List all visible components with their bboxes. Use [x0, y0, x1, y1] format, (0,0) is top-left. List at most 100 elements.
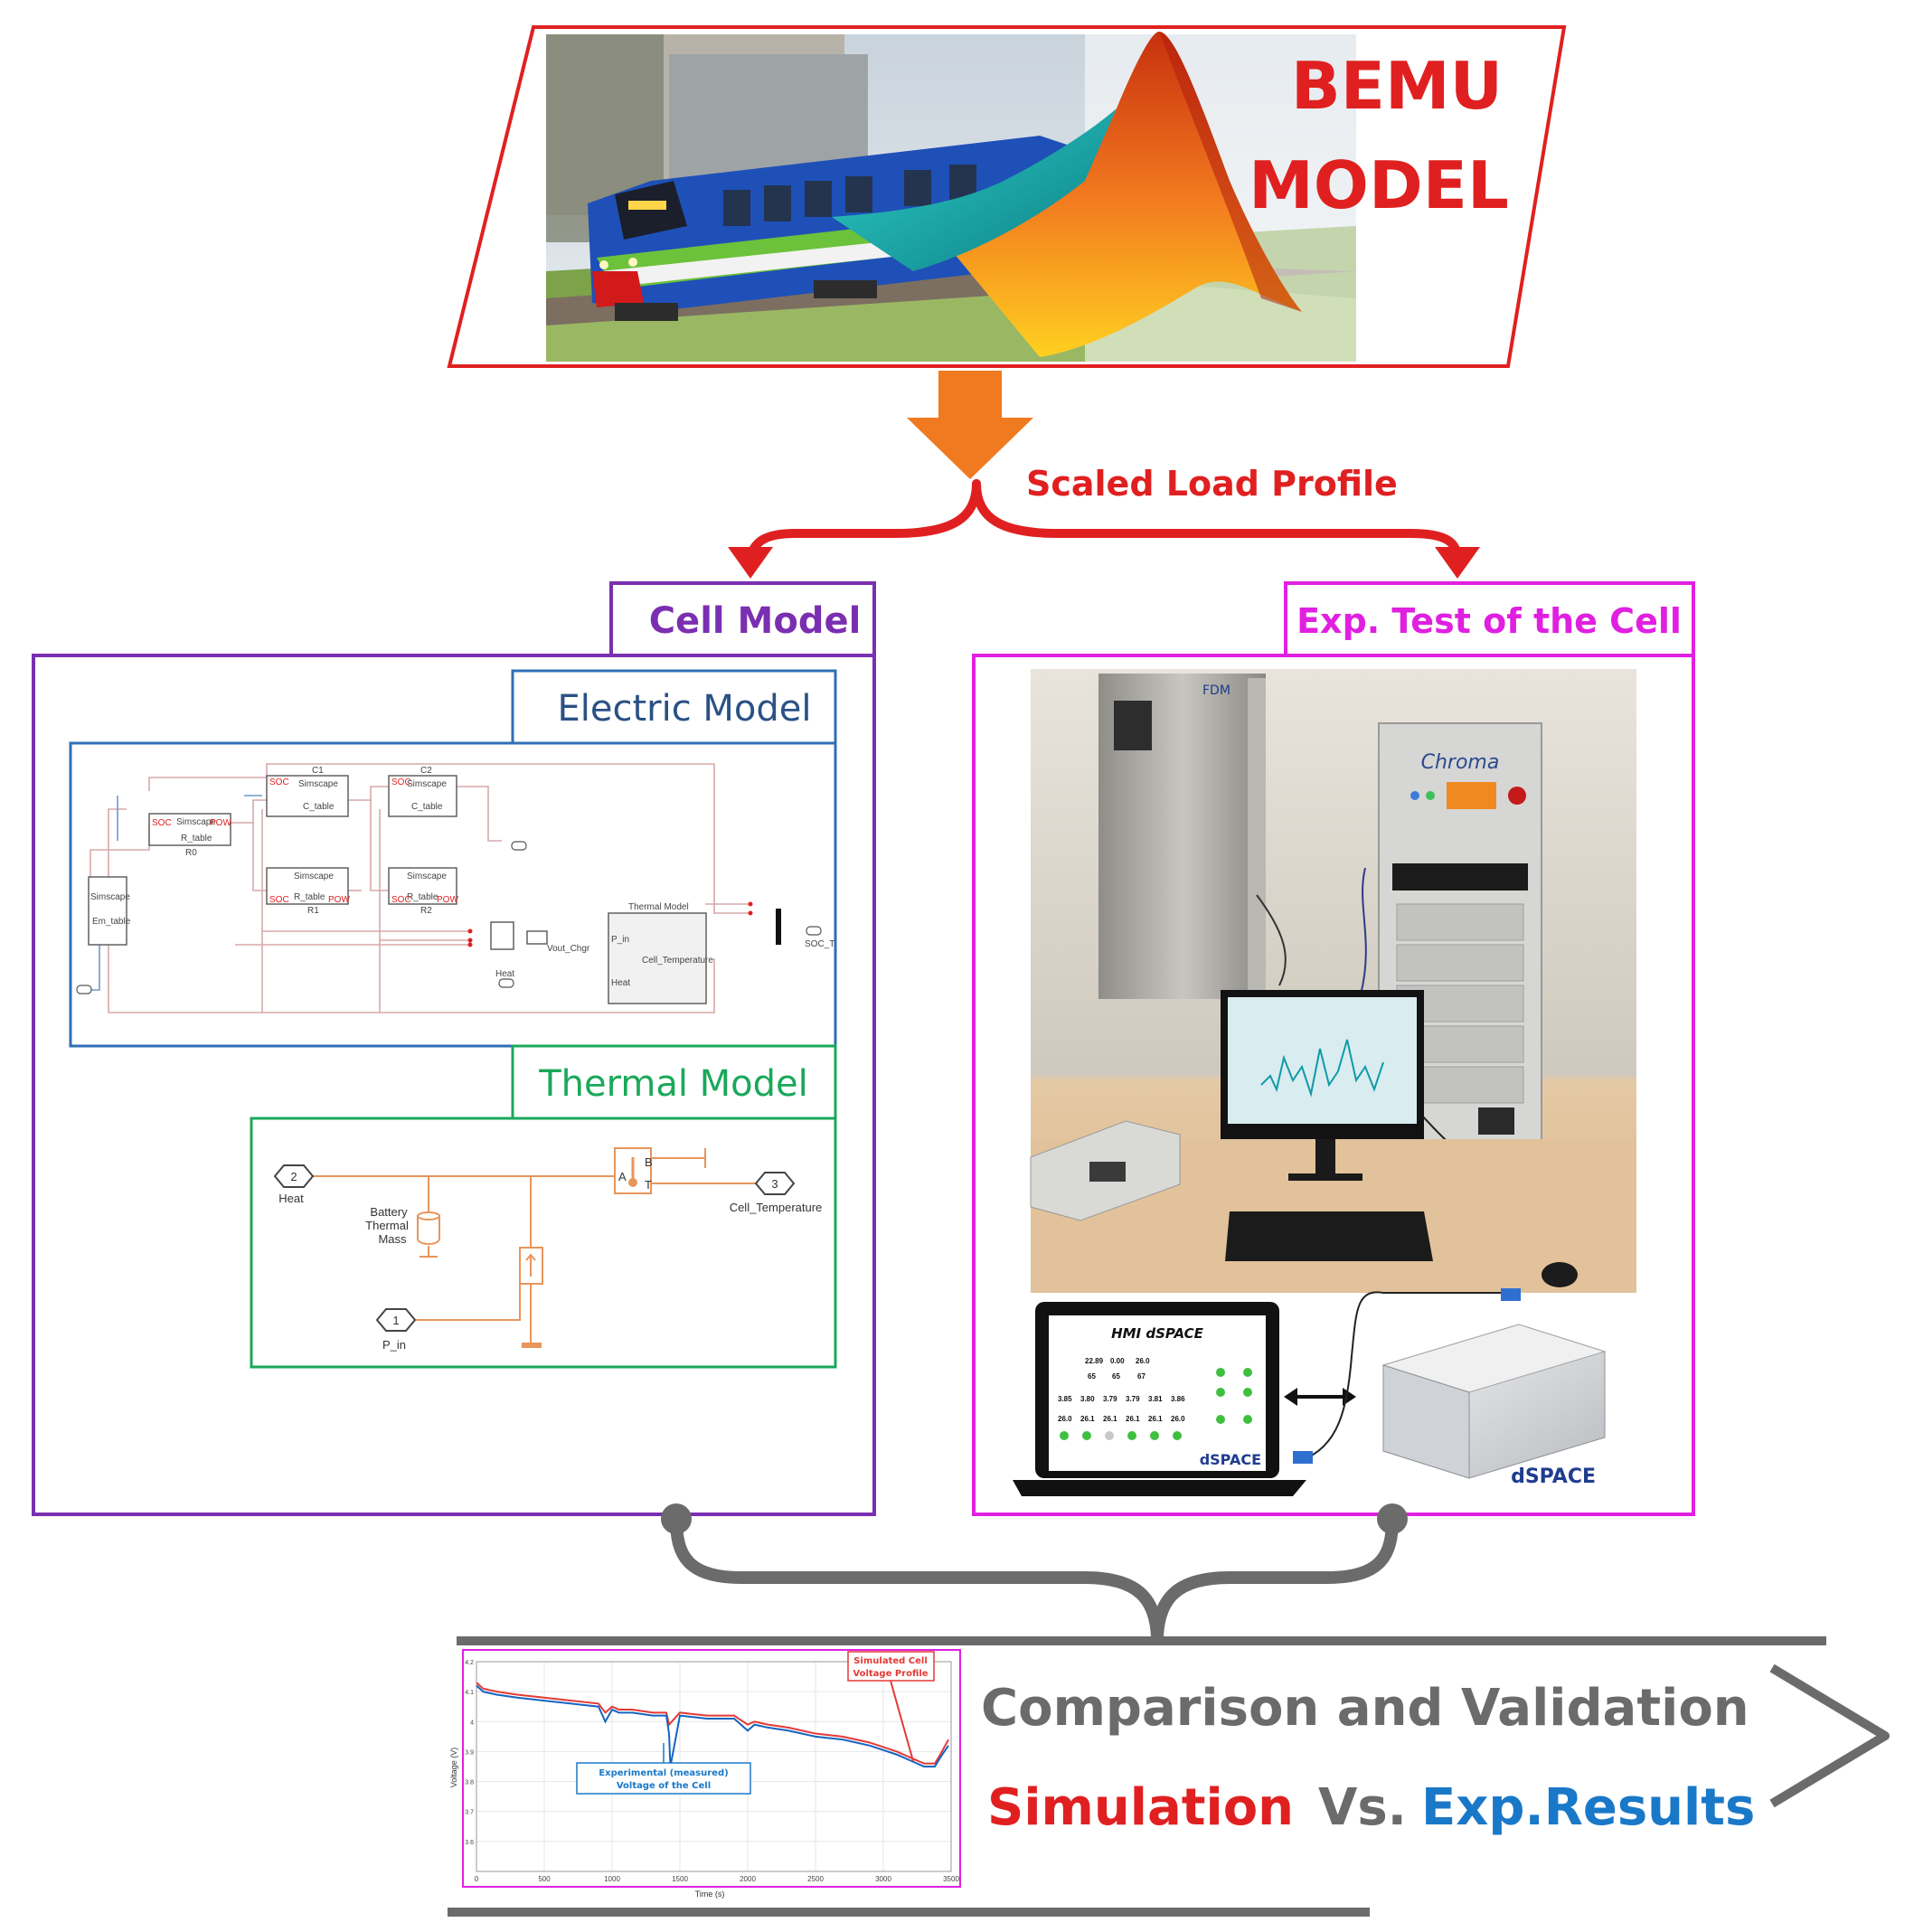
y-tick-label: 4.2	[465, 1660, 474, 1666]
sensor-t-label: T	[645, 1178, 652, 1192]
chart-lines	[476, 1682, 949, 1767]
flow-arrow	[907, 371, 1033, 479]
heat-inport-label: Heat	[495, 969, 514, 979]
hmi-r4-4: 26.1	[1148, 1415, 1163, 1423]
c2-table: C_table	[411, 802, 443, 812]
exp-annotation-1: Experimental (measured)	[599, 1768, 728, 1778]
exp-test-panel: Exp. Test of the Cell FDM Chroma	[972, 581, 1695, 1516]
dspace-brand: dSPACE	[1511, 1465, 1596, 1488]
thermal-schematic: 2 Heat 3 Cell_Temperature 1 P_in Battery…	[273, 1147, 823, 1352]
cell-temperature-port-number: 3	[771, 1177, 778, 1191]
heat-port-label: Heat	[611, 978, 630, 988]
scaled-load-profile-label: Scaled Load Profile	[1026, 464, 1398, 504]
electric-model-title: Electric Model	[557, 688, 811, 730]
p-in-label: P_in	[611, 935, 629, 945]
c2-soc: SOC	[391, 778, 411, 787]
dspace-hardware: dSPACE	[1293, 1288, 1607, 1488]
cell-temperature-port-label: Cell_Temperature	[730, 1201, 823, 1214]
x-tick-label: 3000	[875, 1875, 891, 1883]
r0-block	[148, 813, 231, 846]
y-tick-label: 3.9	[465, 1749, 474, 1756]
c1-simscape: Simscape	[298, 779, 338, 789]
hmi-r1-1: 0.00	[1110, 1357, 1125, 1365]
c1-label: C1	[312, 766, 324, 776]
c1-soc: SOC	[269, 778, 289, 787]
x-tick-label: 1000	[604, 1875, 620, 1883]
hmi-r1-2: 26.0	[1136, 1357, 1150, 1365]
mux-block	[490, 921, 514, 950]
thermal-model-block	[608, 912, 707, 1004]
r1-simscape: Simscape	[294, 872, 334, 881]
keyboard	[1225, 1211, 1433, 1261]
x-tick-label: 2500	[807, 1875, 824, 1883]
r1-table: R_table	[294, 892, 325, 902]
r0-pow: POW	[210, 818, 231, 828]
mass-label-3: Mass	[378, 1232, 407, 1246]
simulation-label: Simulation	[987, 1778, 1294, 1837]
chroma-brand: Chroma	[1421, 751, 1500, 774]
thermal-mass-block	[417, 1215, 440, 1245]
branch-arrows	[746, 479, 1462, 561]
x-tick-label: 3500	[943, 1875, 959, 1883]
hmi-r4-2: 26.1	[1103, 1415, 1117, 1423]
hmi-r3-3: 3.79	[1126, 1395, 1140, 1403]
electric-schematic: C1 C2 R0 R1 R2 Simscape C_table Simscape…	[76, 763, 834, 1013]
hmi-r2-1: 65	[1112, 1372, 1120, 1381]
exp-results-label: Exp.Results	[1421, 1778, 1755, 1837]
x-tick-label: 1500	[672, 1875, 688, 1883]
arrowhead-left	[728, 547, 773, 579]
y-tick-label: 3.7	[465, 1810, 474, 1816]
p-in-port-label: P_in	[382, 1338, 406, 1352]
c2-block	[388, 775, 457, 817]
y-tick-label: 4.1	[465, 1690, 474, 1696]
thermal-model-block-label: Thermal Model	[628, 902, 689, 912]
p-in-port-number: 1	[392, 1314, 399, 1327]
exp-annotation-2: Voltage of the Cell	[617, 1781, 711, 1791]
hmi-r4-1: 26.1	[1080, 1415, 1095, 1423]
thermal-model-diagram	[250, 1117, 837, 1369]
x-tick-label: 500	[538, 1875, 551, 1883]
experimental-voltage-line	[476, 1684, 949, 1767]
c2-simscape: Simscape	[407, 779, 447, 789]
heat-port-number: 2	[290, 1170, 297, 1183]
r1-pow: POW	[328, 895, 350, 905]
matlab-logo	[832, 32, 1302, 357]
r1-soc: SOC	[269, 895, 289, 905]
r2-pow: POW	[437, 895, 458, 905]
sim-annotation-1: Simulated Cell	[853, 1656, 928, 1666]
exp-test-title: Exp. Test of the Cell	[1296, 601, 1682, 641]
hmi-title: HMI dSPACE	[1111, 1325, 1204, 1342]
cell-temperature-port	[754, 1172, 796, 1195]
gain-block	[526, 930, 548, 945]
em-table-block	[88, 876, 127, 946]
sim-annotation-2: Voltage Profile	[853, 1669, 928, 1679]
hmi-r4-0: 26.0	[1058, 1415, 1072, 1423]
c1-block	[266, 775, 349, 817]
bemu-model-panel: BEMU MODEL	[447, 25, 1567, 368]
hmi-r2-0: 65	[1088, 1372, 1096, 1381]
r0-label: R0	[185, 848, 197, 858]
soc-t-label: SOC_T	[805, 939, 834, 949]
chevron-right-icon	[1769, 1663, 1890, 1808]
chart-axes	[476, 1661, 952, 1872]
hmi-dspace-brand: dSPACE	[1200, 1451, 1261, 1468]
em-table-label: Em_table	[92, 917, 131, 927]
vs-label: Vs.	[1318, 1778, 1407, 1837]
hmi-r3-5: 3.86	[1171, 1395, 1185, 1403]
y-tick-label: 3.6	[465, 1840, 474, 1846]
r2-simscape: Simscape	[407, 872, 447, 881]
mass-label-1: Battery	[370, 1205, 408, 1219]
sensor-b-label: B	[645, 1155, 653, 1169]
arrowhead-right	[1435, 547, 1480, 579]
lab-photo: FDM Chroma	[1030, 669, 1636, 1293]
heat-port	[273, 1164, 315, 1188]
mass-label-2: Thermal	[365, 1219, 409, 1232]
hmi-r4-5: 26.0	[1171, 1415, 1185, 1423]
em-simscape: Simscape	[90, 892, 130, 902]
fdm-brand: FDM	[1202, 683, 1230, 698]
r2-soc: SOC	[391, 895, 411, 905]
bus-bar	[776, 909, 781, 945]
